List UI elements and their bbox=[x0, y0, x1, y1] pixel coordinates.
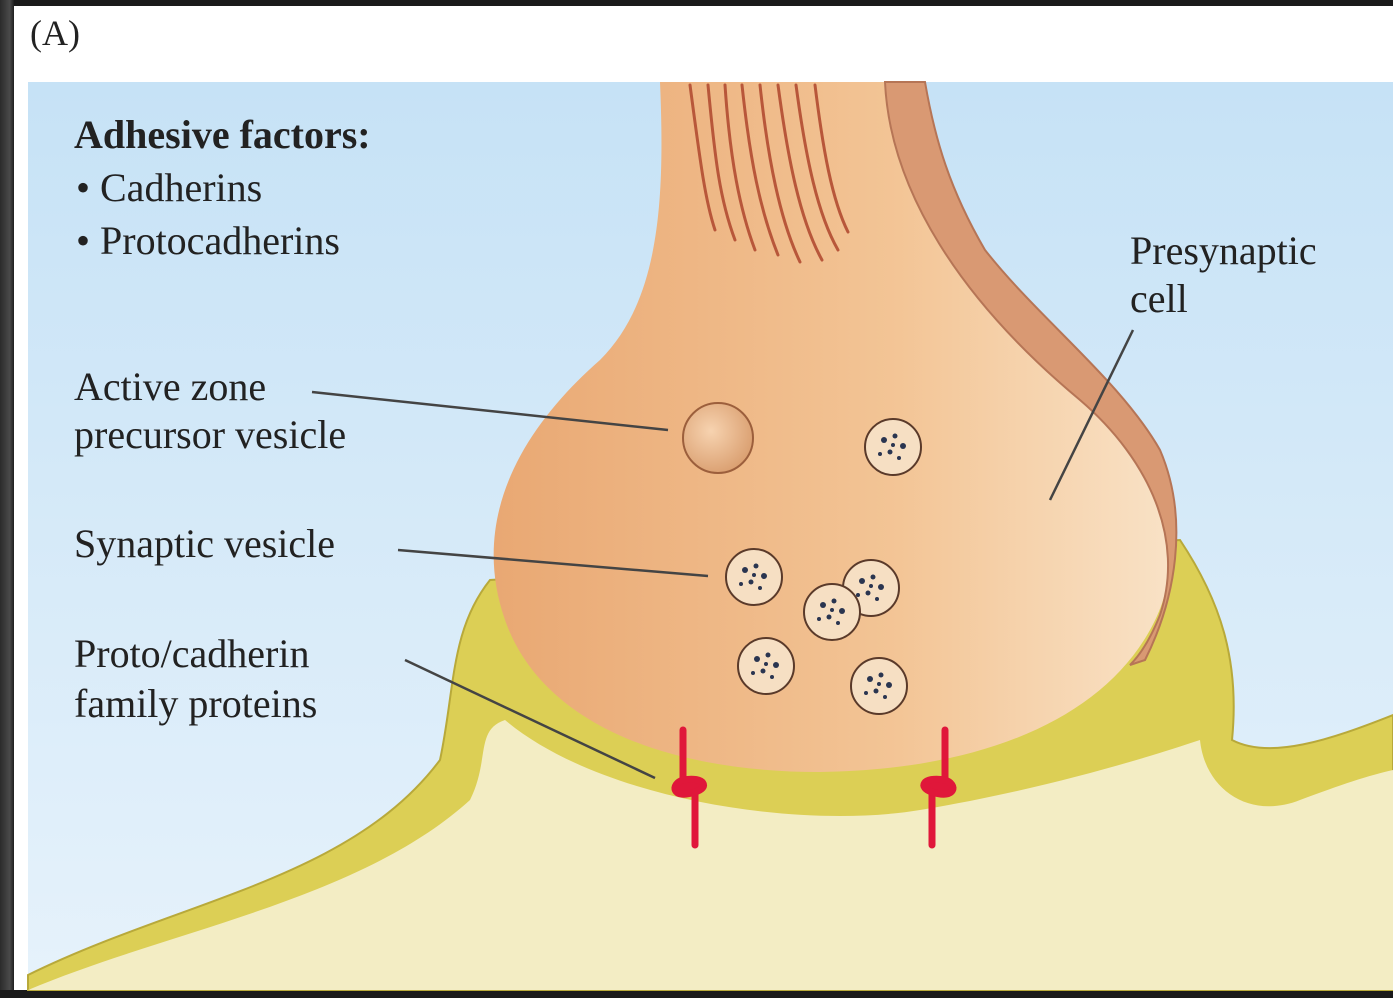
synaptic-vesicle bbox=[726, 549, 782, 605]
adhesive-item-protocadherins: • Protocadherins bbox=[76, 216, 340, 266]
synaptic-vesicle bbox=[865, 419, 921, 475]
active-zone-label-line2: precursor vesicle bbox=[74, 410, 346, 460]
synaptic-vesicle bbox=[804, 584, 860, 640]
synaptic-vesicle bbox=[851, 658, 907, 714]
proto-cadherin-label-line2: family proteins bbox=[74, 679, 317, 729]
proto-cadherin-label-line1: Proto/cadherin bbox=[74, 629, 310, 679]
synaptic-vesicle-label: Synaptic vesicle bbox=[74, 519, 335, 569]
presynaptic-label-line1: Presynaptic bbox=[1130, 226, 1317, 276]
adhesive-factors-heading: Adhesive factors: bbox=[74, 110, 371, 160]
active-zone-label-line1: Active zone bbox=[74, 362, 266, 412]
adhesive-item-cadherins: • Cadherins bbox=[76, 163, 262, 213]
active-zone-vesicle bbox=[683, 403, 753, 473]
synaptic-vesicle bbox=[738, 638, 794, 694]
presynaptic-label-line2: cell bbox=[1130, 274, 1188, 324]
